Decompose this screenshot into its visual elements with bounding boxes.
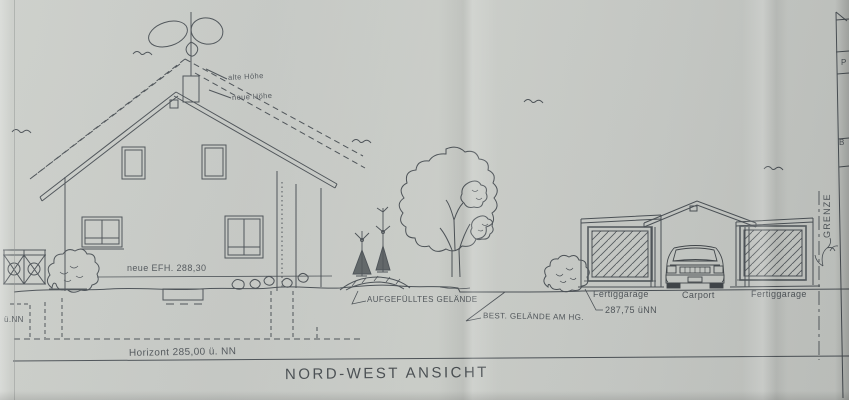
carport-structure	[643, 200, 757, 287]
bush-house	[46, 248, 100, 293]
old-height-label: alte Höhe	[227, 71, 264, 82]
existing-ground-label: BEST. GELÄNDE AM HG.	[482, 311, 584, 322]
bird-icons	[11, 51, 784, 171]
floor-level-label: neue EFH. 288,30	[127, 263, 207, 273]
gable-window-left	[121, 146, 146, 180]
carport-label: Carport	[682, 290, 715, 300]
window-lower-left	[80, 216, 124, 250]
bush-garage	[543, 254, 590, 293]
annotation-leaders	[351, 288, 603, 322]
house-walls	[64, 171, 322, 291]
garage-right	[729, 217, 821, 288]
height-leader-lines	[205, 68, 232, 99]
floor-level-line	[96, 275, 333, 278]
garden-windmills	[352, 206, 391, 277]
old-roof-dashed	[29, 58, 366, 180]
border-mark-b: B	[839, 138, 845, 147]
gable-window-right	[201, 144, 227, 180]
grass-plant	[814, 237, 839, 267]
datum-label: ü.NN	[4, 315, 24, 324]
tree	[398, 146, 498, 290]
filled-ground-label: AUFGEFÜLLTES GELÄNDE	[367, 295, 478, 304]
boundary-label: GRENZE	[822, 193, 832, 238]
garage-left-label: Fertiggarage	[593, 289, 649, 299]
garage-level-label: 287,75 üNN	[605, 305, 658, 315]
car	[665, 245, 725, 289]
garage-left	[578, 214, 664, 288]
weather-vane	[148, 12, 224, 76]
sheet-border	[835, 11, 849, 399]
rocks	[231, 272, 309, 290]
ground-line	[13, 275, 849, 293]
garage-right-label: Fertiggarage	[751, 289, 807, 299]
view-title: NORD-WEST ANSICHT	[284, 363, 489, 384]
window-lower-right	[224, 215, 264, 259]
new-roof	[39, 91, 338, 202]
title-separator-line	[12, 355, 849, 362]
fence-railing	[3, 249, 46, 285]
basement-hidden-lines	[10, 288, 364, 340]
border-mark-p: P	[841, 58, 847, 67]
horizon-label: Horizont 285,00 ü. NN	[128, 346, 237, 359]
boundary-line	[814, 191, 839, 360]
chimney	[182, 75, 200, 103]
